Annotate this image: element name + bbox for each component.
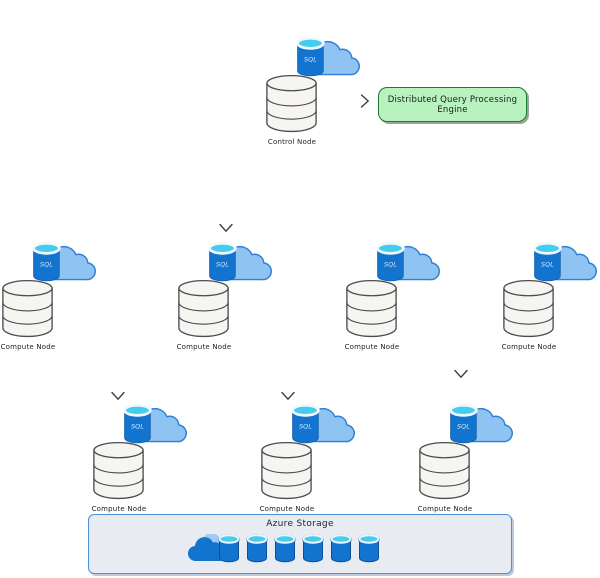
azure-storage-label: Azure Storage <box>266 519 334 529</box>
compute-node-group: Compute Node <box>502 240 600 358</box>
compute-node-label: Compute Node <box>91 505 147 513</box>
chevron-down-icon <box>280 391 296 401</box>
storage-cylinder-icon <box>358 534 380 564</box>
compute-node-group: Compute Node <box>260 402 364 520</box>
compute-node-label: Compute Node <box>417 505 473 513</box>
chevron-down-icon <box>218 223 234 233</box>
compute-node-group: Compute Node <box>177 240 281 358</box>
compute-node-group: Compute Node <box>418 402 522 520</box>
chevron-down-icon <box>110 391 126 401</box>
compute-node-group: Compute Node <box>92 402 196 520</box>
compute-node-group: Compute Node <box>345 240 449 358</box>
compute-node-label: Compute Node <box>176 343 232 351</box>
query-engine-box: Distributed Query Processing Engine <box>378 87 527 122</box>
control-node-group: Control Node <box>265 35 369 153</box>
database-cylinder-icon <box>177 278 230 340</box>
compute-node-label: Compute Node <box>501 343 557 351</box>
database-cylinder-icon <box>260 440 313 502</box>
storage-cylinder-icon <box>302 534 324 564</box>
database-cylinder-icon <box>345 278 398 340</box>
azure-storage-panel: Azure Storage <box>88 514 512 574</box>
chevron-right-icon <box>360 93 370 109</box>
database-cylinder-icon <box>1 278 54 340</box>
database-cylinder-icon <box>502 278 555 340</box>
storage-cylinder-icon <box>274 534 296 564</box>
database-cylinder-icon <box>418 440 471 502</box>
storage-cylinder-icon <box>246 534 268 564</box>
control-node-label: Control Node <box>267 138 317 146</box>
chevron-down-icon <box>453 369 469 379</box>
storage-cylinder-icon <box>218 534 240 564</box>
database-cylinder-icon <box>265 73 318 135</box>
compute-node-label: Compute Node <box>0 343 56 351</box>
compute-node-label: Compute Node <box>344 343 400 351</box>
database-cylinder-icon <box>92 440 145 502</box>
storage-cylinder-row <box>218 534 380 564</box>
compute-node-group: Compute Node <box>1 240 105 358</box>
compute-node-label: Compute Node <box>259 505 315 513</box>
storage-cylinder-icon <box>330 534 352 564</box>
